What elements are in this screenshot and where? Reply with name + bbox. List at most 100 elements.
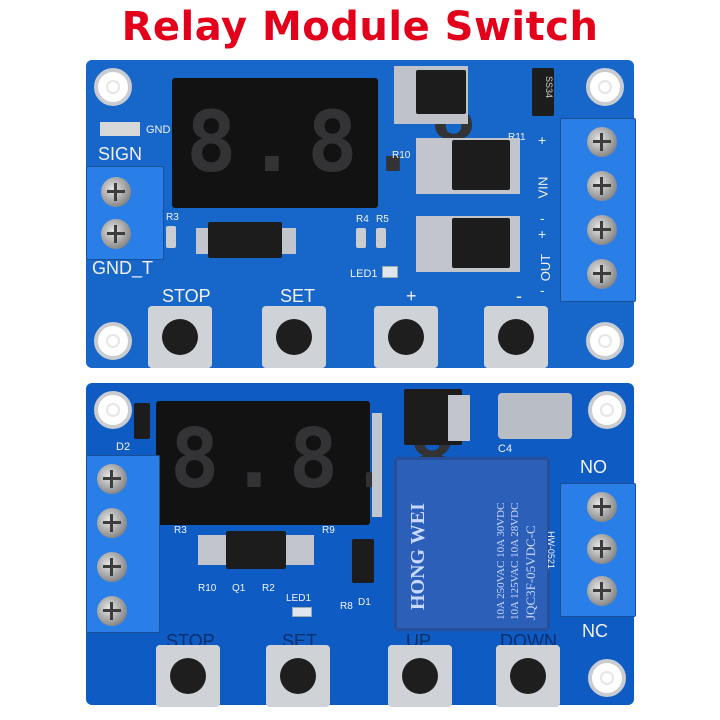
label-led1: LED1 [350,268,378,280]
mounting-hole [94,68,132,106]
driver-chip [226,531,286,569]
mounting-hole [94,391,132,429]
resistor-r5 [376,228,386,248]
label-no: NO [580,457,607,477]
diode-d1 [352,539,374,583]
button-cap [388,319,424,355]
terminal-screw [587,492,617,522]
label-gnd: GND [146,124,171,136]
label-d2: D2 [116,441,131,453]
terminal-screw [587,215,617,245]
power-terminal-block [560,118,636,302]
mosfet-q1 [452,140,510,190]
label-r5: R5 [376,214,389,225]
led-indicator [292,607,312,617]
relay-terminal-block [560,483,636,617]
display-frame [372,413,382,517]
button-cap [162,319,198,355]
terminal-screw [101,177,131,207]
terminal-screw [587,171,617,201]
label-r9: R9 [322,525,335,536]
relay-module-board-bottom: 8.8.8 D2 C4 HONG WEI 10A 250VAC 10A 30VD… [86,383,636,707]
label-r8: R8 [340,601,353,612]
button-cap [402,658,438,694]
mounting-hole [588,659,626,697]
regulator-tab [448,395,470,441]
label-hw: HW-0521 [545,531,556,569]
terminal-screw [101,219,131,249]
terminal-screw [97,464,127,494]
terminal-screw [587,534,617,564]
button-cap [498,319,534,355]
button-label-stop: STOP [162,286,211,306]
relay-spec-1: 10A 250VAC 10A 30VDC [495,502,507,620]
mosfet-q2 [452,218,510,268]
label-r3: R3 [166,212,179,223]
button-cap [510,658,546,694]
label-r11: R11 [508,132,526,143]
page-title: Relay Module Switch [121,4,599,50]
terminal-screw [97,552,127,582]
label-led1: LED1 [286,593,312,604]
minus-button[interactable] [484,306,548,368]
mounting-hole [588,391,626,429]
button-cap [276,319,312,355]
stop-button[interactable] [148,306,212,368]
button-label-set: SET [280,286,316,306]
mounting-hole [586,68,624,106]
label-out: OUT [538,253,554,282]
button-cap [170,658,206,694]
led-indicator [382,266,398,278]
label-r4: R4 [356,214,369,225]
relay-brand: HONG WEI [407,503,429,610]
relay: HONG WEI 10A 250VAC 10A 30VDC 10A 125VAC… [394,457,550,631]
label-c4: C4 [498,443,513,455]
up-button[interactable] [388,645,452,707]
seven-segment-display: 8.8.8 [172,78,479,208]
button-cap [280,658,316,694]
terminal-screw [587,576,617,606]
mounting-hole [586,322,624,360]
input-terminal-block [86,455,160,633]
plus-button[interactable] [374,306,438,368]
resistor-r3 [166,226,176,248]
label-d1: D1 [358,597,371,608]
set-button[interactable] [262,306,326,368]
relay-module-board-top: 8.8.8 GND SIGN GND_T R3 R4 R5 R10 R11 LE… [86,60,636,368]
down-button[interactable] [496,645,560,707]
resistor-r4 [356,228,366,248]
label-r3: R3 [174,525,187,536]
label-out-minus: - [540,282,545,298]
header-pads [100,122,140,136]
relay-model: JQC3F-05VDC-C [523,525,538,620]
input-terminal-block [86,166,164,260]
diode-ss34 [532,68,554,116]
label-vin: VIN [535,176,551,199]
seven-segment-display: 8.8.8 [156,401,457,525]
terminal-screw [587,259,617,289]
label-ss34: SS34 [544,75,555,99]
diode-d2 [134,403,150,439]
relay-spec-2: 10A 125VAC 10A 28VDC [509,502,521,620]
button-label-minus: - [516,286,522,306]
set-button[interactable] [266,645,330,707]
label-nc: NC [582,621,608,641]
button-label-plus: + [406,286,417,306]
label-out-plus: + [538,226,547,242]
terminal-screw [587,127,617,157]
terminal-screw [97,508,127,538]
label-r2: R2 [262,583,275,594]
label-sign: SIGN [98,144,143,164]
label-q1: Q1 [232,583,246,594]
voltage-regulator [416,70,466,114]
micro-usb-port[interactable] [498,393,572,439]
label-gnd-t: GND_T [92,258,154,278]
mounting-hole [94,322,132,360]
terminal-screw [97,596,127,626]
stop-button[interactable] [156,645,220,707]
label-vin-minus: - [540,210,545,226]
label-r10: R10 [392,150,411,161]
label-vin-plus: + [538,132,547,148]
optocoupler-chip [208,222,282,258]
label-r10: R10 [198,583,217,594]
